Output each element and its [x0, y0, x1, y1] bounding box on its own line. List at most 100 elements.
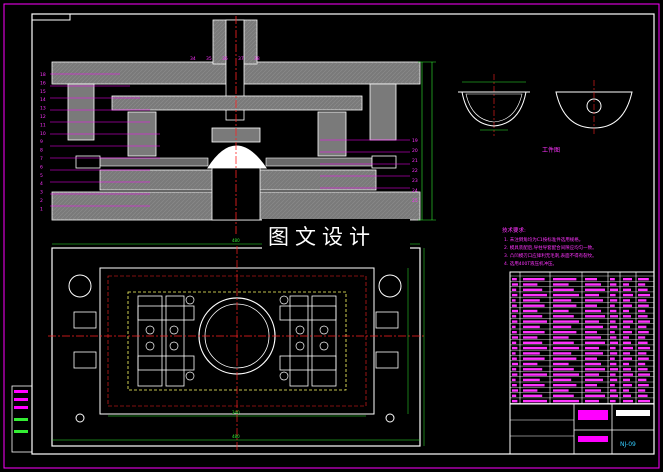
- part-number-left: 12: [40, 114, 46, 120]
- parts-list-cell: [553, 336, 569, 339]
- parts-list-cell: [638, 389, 646, 392]
- parts-list-cell: [523, 373, 547, 376]
- parts-list-cell: [553, 293, 579, 297]
- parts-list-cell: [623, 368, 631, 371]
- parts-list-cell: [553, 325, 572, 329]
- parts-list-cell: [553, 394, 574, 397]
- parts-list-cell: [623, 288, 631, 291]
- parts-list-cell: [585, 309, 601, 313]
- height-dims: [418, 61, 436, 221]
- parts-list-cell: [553, 309, 569, 313]
- shank-bore: [225, 19, 245, 121]
- parts-list-cell: [553, 299, 572, 302]
- parts-list-cell: [512, 346, 518, 350]
- parts-list-cell: [610, 373, 616, 376]
- parts-list-cell: [512, 309, 518, 313]
- parts-list-cell: [638, 346, 650, 350]
- parts-list-cell: [610, 309, 617, 313]
- parts-list-cell: [553, 320, 579, 323]
- parts-list-cell: [512, 384, 517, 387]
- parts-list-cell: [623, 389, 629, 392]
- parts-list-cell: [638, 399, 650, 403]
- part-number-right: 25: [412, 198, 418, 204]
- left-leaders: [50, 73, 160, 207]
- parts-list-cell: [638, 293, 650, 297]
- part-number-top: 37: [238, 56, 244, 62]
- parts-list-cell: [610, 299, 618, 302]
- parts-list-cell: [610, 378, 618, 382]
- part-number-right: 20: [412, 148, 418, 154]
- parts-list-cell: [523, 384, 545, 387]
- parts-list-cell: [610, 352, 618, 355]
- parts-list-cell: [553, 373, 579, 376]
- parts-list-cell: [585, 394, 605, 397]
- parts-list-cell: [523, 389, 538, 392]
- guide-post-right: [369, 83, 397, 141]
- part-number-left: 9: [40, 139, 43, 145]
- parts-list-cell: [638, 394, 648, 397]
- part-number-left: 7: [40, 156, 43, 162]
- guide-post-left: [67, 83, 95, 141]
- parts-list-cell: [610, 278, 615, 281]
- parts-list-cell: [610, 331, 615, 334]
- parts-list-cell: [523, 283, 538, 286]
- parts-list-cell: [553, 304, 577, 307]
- parts-list-cell: [638, 357, 649, 360]
- part-number-left: 10: [40, 131, 46, 137]
- parts-list-cell: [512, 278, 517, 281]
- parts-list-cell: [610, 315, 618, 318]
- parts-list-cell: [512, 331, 517, 334]
- cam-rod-right: [265, 157, 377, 167]
- plan-dim-bottom: 480: [232, 434, 240, 439]
- parts-list-cell: [553, 288, 574, 291]
- parts-list-cell: [585, 325, 603, 329]
- slide-block-right: [317, 111, 347, 157]
- parts-list-cell: [523, 309, 538, 313]
- parts-list-cell: [512, 373, 518, 376]
- parts-list-cell: [512, 394, 517, 397]
- parts-list-cell: [512, 293, 518, 297]
- part-number-top: 34: [190, 56, 196, 62]
- parts-list-cell: [623, 352, 630, 355]
- parts-list-cell: [623, 309, 629, 313]
- part-number-left: 5: [40, 173, 43, 179]
- parts-list-cell: [523, 304, 545, 307]
- parts-list-cell: [523, 368, 543, 371]
- workpiece-section: [461, 91, 527, 127]
- tech-req-item-4: 4. 选用400T液压机冲压。: [504, 260, 557, 267]
- parts-list-cell: [610, 288, 618, 291]
- parts-list-cell: [553, 346, 579, 350]
- plan-guide-post-tr: [378, 274, 402, 298]
- parts-list-cell: [523, 278, 545, 281]
- parts-list-cell: [610, 293, 616, 297]
- parts-list-cell: [523, 357, 545, 360]
- parts-list-cell: [512, 341, 517, 344]
- parts-list-cell: [610, 336, 617, 339]
- parts-list-cell: [610, 357, 615, 360]
- parts-list-cell: [638, 299, 647, 302]
- watermark-band: [262, 219, 410, 253]
- parts-list-cell: [638, 304, 649, 307]
- cam-rod-left: [95, 157, 209, 167]
- parts-list-cell: [523, 399, 547, 403]
- parts-list-cell: [523, 362, 538, 366]
- parts-list-cell: [585, 299, 603, 302]
- upper-holder-hatch: [112, 96, 362, 110]
- parts-list-cell: [512, 357, 517, 360]
- parts-list-cell: [553, 368, 574, 371]
- cam-nut-right: [371, 155, 397, 169]
- parts-list-cell: [610, 320, 616, 323]
- parts-list-cell: [610, 283, 617, 286]
- parts-list-cell: [553, 278, 577, 281]
- sheet-inner-border: [31, 13, 655, 455]
- workpiece-caption: 工件图: [542, 146, 560, 154]
- parts-list-cell: [585, 362, 601, 366]
- parts-list-cell: [610, 346, 616, 350]
- parts-list-cell: [623, 293, 633, 297]
- parts-list-cell: [553, 352, 572, 355]
- parts-list-cell: [638, 278, 649, 281]
- parts-list-cell: [638, 362, 646, 366]
- parts-list-cell: [523, 346, 547, 350]
- parts-list-cell: [553, 283, 569, 286]
- section-view: [50, 16, 436, 236]
